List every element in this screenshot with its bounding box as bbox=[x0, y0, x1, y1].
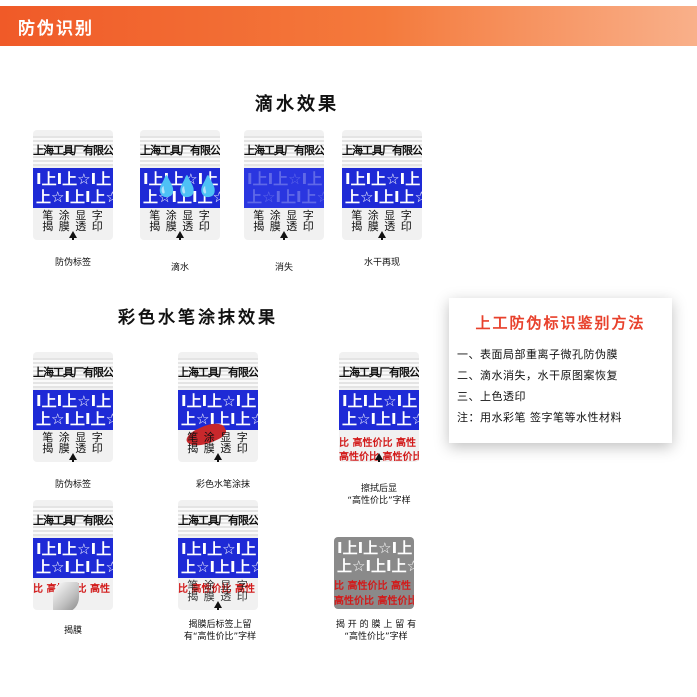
pen-section-title: 彩色水笔涂抹效果 bbox=[118, 308, 278, 328]
tag-pattern-band: I上I上☆I上 上☆I上I上☆ bbox=[342, 168, 422, 208]
peeled-film-corner bbox=[53, 582, 79, 610]
header-title: 防伪识别 bbox=[18, 19, 94, 39]
tag-pattern-row: I上I上☆I上 bbox=[36, 392, 112, 410]
tag-pattern-row: 上☆I上I上☆ bbox=[247, 188, 324, 206]
hidden-text-revealed: 高性价比 高性价比 bbox=[334, 596, 414, 607]
pen-tag-4: 上海工具厂有限公司 I上I上☆I上 上☆I上I上☆ 比 高性价比 高性 bbox=[33, 500, 113, 610]
hidden-text-revealed: 比 高性价比 高性 bbox=[178, 584, 255, 595]
water-tag-2: 上海工具厂有限公司 I上I上☆I上 上☆I上I上☆ 💧💧💧 笔 涂 显 字揭 膜… bbox=[140, 130, 220, 240]
tag-pattern-row: I上I上☆I上 bbox=[342, 392, 418, 410]
tag-pattern-band: I上I上☆I上 上☆I上I上☆ bbox=[33, 168, 113, 208]
tag-pattern-row: I上I上☆I上 bbox=[181, 540, 257, 558]
peeled-film: I上I上☆I上 上☆I上I上☆ 比 高性价比 高性 高性价比 高性价比 bbox=[334, 537, 414, 609]
tag-pattern-band: I上I上☆I上 上☆I上I上☆ bbox=[178, 538, 258, 578]
identification-method-box: 上工防伪标识鉴别方法 一、表面局部重离子微孔防伪膜 二、滴水消失，水干原图案恢复… bbox=[449, 298, 672, 443]
water-label-3: 消失 bbox=[274, 263, 293, 273]
pen-label-4: 揭膜 bbox=[63, 626, 82, 636]
arrow-up-icon bbox=[176, 231, 184, 240]
tag-instruction-text: 笔 涂 显 字揭 膜 透 印 bbox=[253, 209, 315, 233]
pen-label-3: 擦拭后显“高性价比”字样 bbox=[347, 484, 411, 506]
water-tag-4: 上海工具厂有限公司 I上I上☆I上 上☆I上I上☆ 笔 涂 显 字揭 膜 透 印 bbox=[342, 130, 422, 240]
tag-company: 上海工具厂有限公司 bbox=[33, 136, 113, 166]
water-drop-icon: 💧💧💧 bbox=[154, 174, 220, 198]
tag-pattern-band: I上I上☆I上 上☆I上I上☆ bbox=[244, 168, 324, 208]
arrow-up-icon bbox=[280, 231, 288, 240]
tag-pattern-row: 上☆I上I上☆ bbox=[36, 410, 113, 428]
arrow-up-icon bbox=[69, 453, 77, 462]
pen-tag-5: 上海工具厂有限公司 I上I上☆I上 上☆I上I上☆ 比 高性价比 高性 笔 涂 … bbox=[178, 500, 258, 610]
arrow-up-icon bbox=[375, 453, 383, 462]
hidden-text-revealed: 比 高性价比 高性 bbox=[339, 438, 416, 449]
tag-instruction-text: 笔 涂 显 字揭 膜 透 印 bbox=[187, 431, 249, 455]
tag-company: 上海工具厂有限公司 bbox=[244, 136, 324, 166]
water-label-2: 滴水 bbox=[170, 263, 189, 273]
arrow-up-icon bbox=[378, 231, 386, 240]
method-item: 一、表面局部重离子微孔防伪膜 bbox=[457, 348, 618, 361]
pen-tag-2: 上海工具厂有限公司 I上I上☆I上 上☆I上I上☆ 笔 涂 显 字揭 膜 透 印 bbox=[178, 352, 258, 462]
pen-label-6: 揭 开 的 膜 上 留 有“高性价比”字样 bbox=[335, 620, 417, 642]
arrow-up-icon bbox=[69, 231, 77, 240]
water-label-1: 防伪标签 bbox=[54, 258, 91, 268]
tag-company: 上海工具厂有限公司 bbox=[33, 358, 113, 388]
tag-instruction-text: 笔 涂 显 字揭 膜 透 印 bbox=[149, 209, 211, 233]
tag-company: 上海工具厂有限公司 bbox=[178, 506, 258, 536]
tag-company: 上海工具厂有限公司 bbox=[178, 358, 258, 388]
tag-pattern-row: I上I上☆I上 bbox=[181, 392, 257, 410]
tag-pattern-row: I上I上☆I上 bbox=[345, 170, 421, 188]
water-tag-1: 上海工具厂有限公司 I上I上☆I上 上☆I上I上☆ 笔 涂 显 字揭 膜 透 印 bbox=[33, 130, 113, 240]
pen-label-2: 彩色水笔涂抹 bbox=[195, 480, 250, 490]
tag-pattern-band: I上I上☆I上 上☆I上I上☆ bbox=[140, 168, 220, 208]
tag-pattern-row: 上☆I上I上☆ bbox=[342, 410, 419, 428]
tag-company: 上海工具厂有限公司 bbox=[339, 358, 419, 388]
hidden-text-revealed: 比 高性价比 高性 bbox=[334, 581, 411, 592]
arrow-up-icon bbox=[214, 601, 222, 610]
tag-company: 上海工具厂有限公司 bbox=[140, 136, 220, 166]
tag-instruction-text: 笔 涂 显 字揭 膜 透 印 bbox=[42, 209, 104, 233]
method-item: 二、滴水消失，水干原图案恢复 bbox=[457, 369, 618, 382]
tag-instruction-text: 笔 涂 显 字揭 膜 透 印 bbox=[351, 209, 413, 233]
tag-company: 上海工具厂有限公司 bbox=[33, 506, 113, 536]
water-label-4: 水干再现 bbox=[363, 258, 400, 268]
tag-company: 上海工具厂有限公司 bbox=[342, 136, 422, 166]
tag-pattern-band: I上I上☆I上 上☆I上I上☆ bbox=[33, 538, 113, 578]
tag-pattern-row: I上I上☆I上 bbox=[143, 170, 219, 188]
tag-pattern-row: 上☆I上I上☆ bbox=[181, 410, 258, 428]
tag-pattern-row: 上☆I上I上☆ bbox=[36, 558, 113, 576]
pen-label-5: 揭膜后标签上留有“高性价比”字样 bbox=[183, 620, 257, 642]
tag-pattern-row: 上☆I上I上☆ bbox=[337, 557, 414, 575]
tag-pattern-band: I上I上☆I上 上☆I上I上☆ bbox=[178, 390, 258, 430]
tag-pattern-row: 上☆I上I上☆ bbox=[181, 558, 258, 576]
pen-label-1: 防伪标签 bbox=[54, 480, 91, 490]
pen-tag-1: 上海工具厂有限公司 I上I上☆I上 上☆I上I上☆ 笔 涂 显 字揭 膜 透 印 bbox=[33, 352, 113, 462]
tag-pattern-row: 上☆I上I上☆ bbox=[143, 188, 220, 206]
tag-pattern-row: 上☆I上I上☆ bbox=[345, 188, 422, 206]
tag-pattern-band: I上I上☆I上 上☆I上I上☆ bbox=[33, 390, 113, 430]
tag-pattern-row: I上I上☆I上 bbox=[337, 539, 413, 557]
method-item: 注：用水彩笔 签字笔等水性材料 bbox=[457, 411, 622, 424]
tag-instruction-text: 笔 涂 显 字揭 膜 透 印 bbox=[187, 579, 249, 603]
water-section-title: 滴水效果 bbox=[255, 94, 339, 115]
tag-pattern-row: I上I上☆I上 bbox=[36, 540, 112, 558]
method-item: 三、上色透印 bbox=[457, 390, 526, 403]
tag-pattern-row: I上I上☆I上 bbox=[247, 170, 323, 188]
tag-pattern-row: I上I上☆I上 bbox=[36, 170, 112, 188]
method-title: 上工防伪标识鉴别方法 bbox=[475, 314, 646, 332]
water-tag-3: 上海工具厂有限公司 I上I上☆I上 上☆I上I上☆ 笔 涂 显 字揭 膜 透 印 bbox=[244, 130, 324, 240]
tag-pattern-row: 上☆I上I上☆ bbox=[36, 188, 113, 206]
pen-tag-3: 上海工具厂有限公司 I上I上☆I上 上☆I上I上☆ 比 高性价比 高性 高性价比… bbox=[339, 352, 419, 462]
header-banner: 防伪识别 bbox=[0, 6, 697, 46]
arrow-up-icon bbox=[214, 453, 222, 462]
tag-pattern-band: I上I上☆I上 上☆I上I上☆ bbox=[339, 390, 419, 430]
tag-instruction-text: 笔 涂 显 字揭 膜 透 印 bbox=[42, 431, 104, 455]
